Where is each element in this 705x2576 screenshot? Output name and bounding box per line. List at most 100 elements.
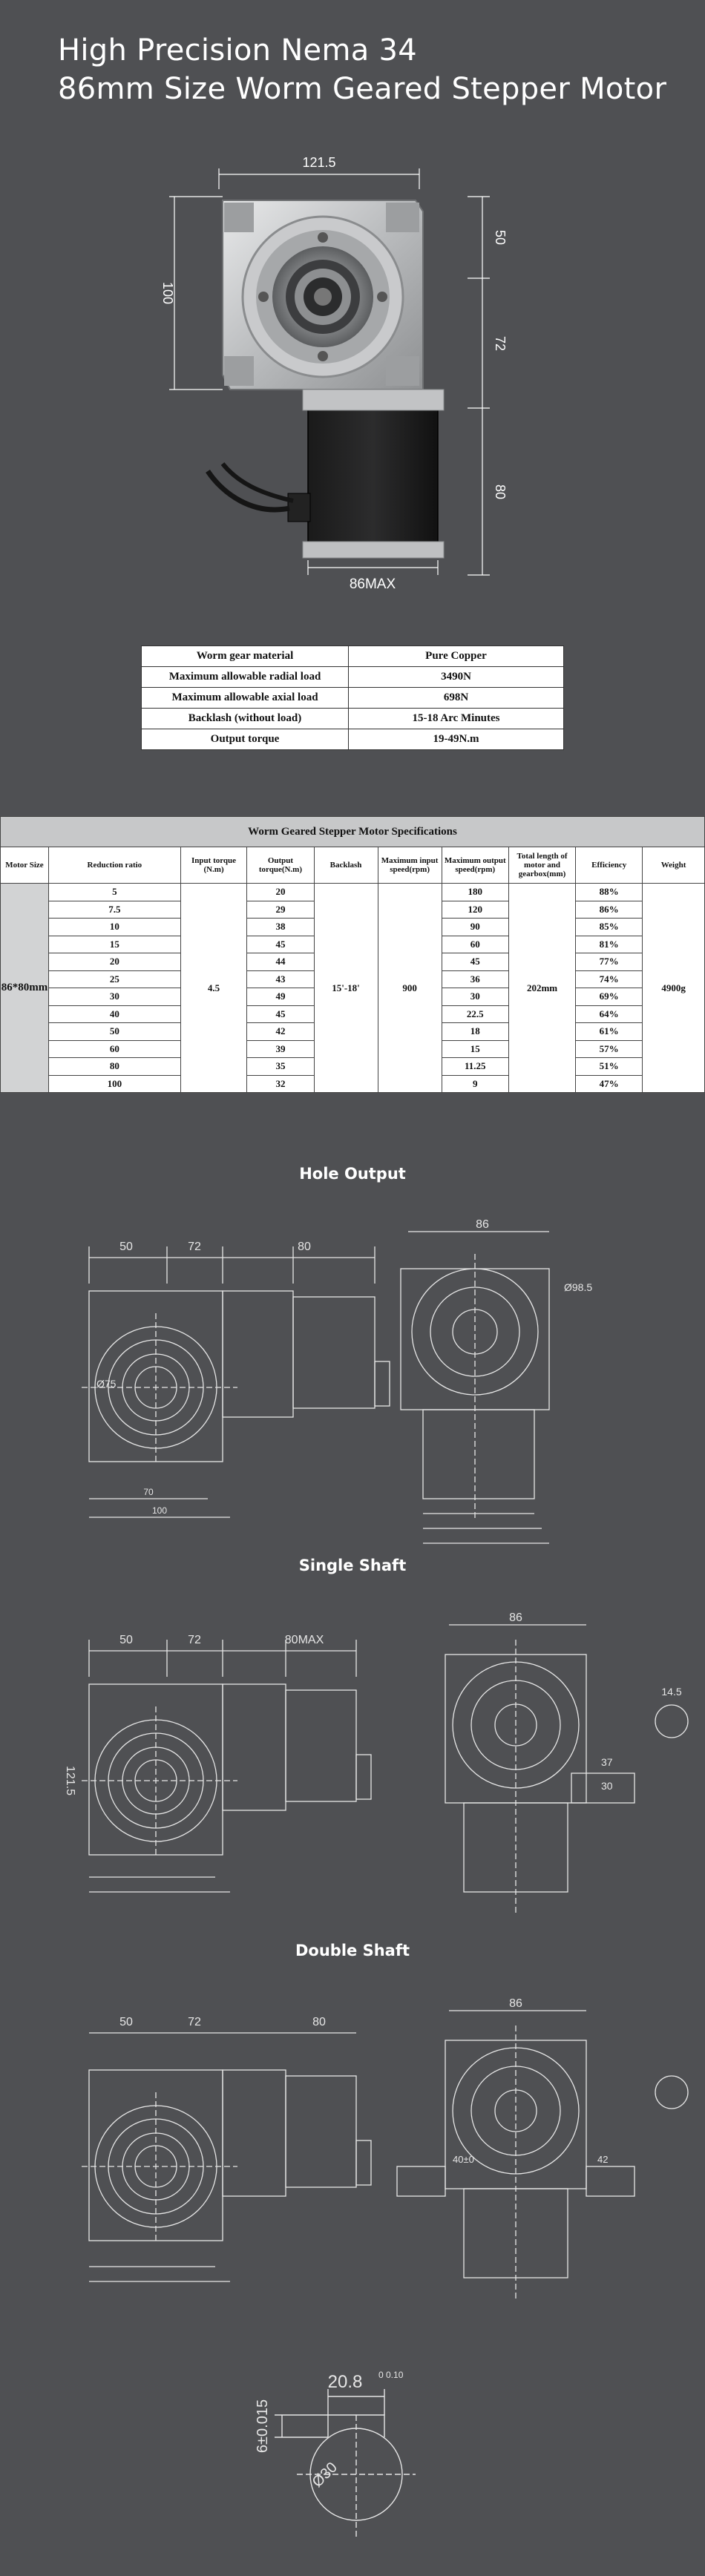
page-title: High Precision Nema 34 86mm Size Worm Ge…	[58, 31, 666, 108]
table-cell: 90	[441, 918, 509, 936]
table-cell: 32	[246, 1074, 315, 1093]
table-cell: 120	[441, 900, 509, 919]
table-cell: 20	[246, 883, 315, 901]
spec-value: 19-49N.m	[348, 729, 564, 750]
table-cell: 22.5	[441, 1005, 509, 1023]
spec-value: 698N	[348, 687, 564, 709]
table-cell: 60	[47, 1039, 181, 1058]
table-cell: 43	[246, 970, 315, 988]
table-cell: 180	[441, 883, 509, 901]
table-cell: 85%	[575, 918, 643, 936]
table-cell: 45	[246, 935, 315, 953]
col-header: Efficiency	[575, 847, 643, 884]
table-cell: 15'-18'	[313, 883, 378, 1093]
key-height-label: 6±0.015	[255, 2399, 271, 2453]
double-shaft-drawing: 50 72 80 86 40±0 42	[82, 1997, 689, 2300]
title-line-2: 86mm Size Worm Geared Stepper Motor	[58, 72, 667, 106]
table-cell: 202mm	[508, 883, 577, 1093]
spec-value: 15-18 Arc Minutes	[348, 708, 564, 729]
spec-value: 3490N	[348, 666, 564, 688]
col-header: Reduction ratio	[47, 847, 181, 884]
col-header: Total length of motor and gearbox(mm)	[508, 847, 577, 884]
table-cell: 900	[377, 883, 442, 1093]
key-width-label: 20.8	[328, 2372, 363, 2392]
section-title-single-shaft: Single Shaft	[298, 1557, 407, 1574]
table-cell: 64%	[575, 1005, 643, 1023]
table-cell: 15	[47, 935, 181, 953]
dim-label: 80	[312, 2016, 326, 2028]
dim-label: 80MAX	[285, 1634, 324, 1646]
table-cell: 80	[47, 1057, 181, 1076]
dim-label: 80	[298, 1241, 311, 1253]
col-header: Maximum input speed(rpm)	[377, 847, 442, 884]
table-cell: 30	[441, 988, 509, 1006]
dim-label: 70	[143, 1487, 154, 1497]
table-cell: 29	[246, 900, 315, 919]
dim-label: 40±0	[453, 2154, 474, 2165]
table-cell: 30	[47, 988, 181, 1006]
table-cell: 4.5	[180, 883, 248, 1093]
dim-height-label: 100	[160, 282, 175, 304]
shaft-diameter-label: Ø30	[309, 2460, 341, 2491]
table-cell: 4900g	[642, 883, 705, 1093]
col-header: Maximum output speed(rpm)	[441, 847, 509, 884]
table-cell: 100	[47, 1074, 181, 1093]
col-header: Motor Size	[0, 847, 49, 884]
dim-50-label: 50	[493, 230, 508, 245]
dim-label: 86	[476, 1218, 489, 1231]
dim-label: 86	[509, 1997, 522, 2010]
table-cell: 88%	[575, 883, 643, 901]
dim-label: 14.5	[661, 1686, 681, 1698]
dim-label: 50	[119, 2016, 133, 2028]
spec-label: Backlash (without load)	[141, 708, 349, 729]
dim-label: Ø75	[96, 1378, 117, 1390]
table-cell: 42	[246, 1022, 315, 1041]
section-title-double-shaft: Double Shaft	[295, 1942, 410, 1959]
spec-label: Output torque	[141, 729, 349, 750]
spec-value: Pure Copper	[348, 645, 564, 667]
dim-label: 72	[188, 1241, 201, 1253]
table-cell: 81%	[575, 935, 643, 953]
col-header: Backlash	[313, 847, 378, 884]
shaft-key-detail: 20.8 0 0.10 6±0.015 Ø30	[255, 2370, 416, 2537]
table-cell: 77%	[575, 953, 643, 971]
key-tolerance-label: 0 0.10	[378, 2370, 404, 2380]
dim-label: 86	[509, 1611, 522, 1624]
dim-label: 100	[152, 1505, 167, 1516]
dim-label: 37	[601, 1756, 613, 1768]
table-cell: 5	[47, 883, 181, 901]
table-cell: 47%	[575, 1074, 643, 1093]
table-cell: 45	[246, 1005, 315, 1023]
table-cell: 25	[47, 970, 181, 988]
dim-label: 72	[188, 1634, 201, 1646]
table-cell: 11.25	[441, 1057, 509, 1076]
spec-label: Maximum allowable radial load	[141, 666, 349, 688]
dim-label: 121.5	[64, 1766, 76, 1795]
title-line-1: High Precision Nema 34	[58, 33, 418, 68]
table-cell: 20	[47, 953, 181, 971]
table-cell: 36	[441, 970, 509, 988]
table-caption: Worm Geared Stepper Motor Specifications	[0, 816, 705, 847]
motor-spec-table: Worm Geared Stepper Motor Specifications…	[0, 816, 705, 1093]
table-cell: 39	[246, 1039, 315, 1058]
table-cell: 38	[246, 918, 315, 936]
col-header: Input torque (N.m)	[180, 847, 248, 884]
dim-width-label: 121.5	[302, 155, 335, 170]
table-cell: 44	[246, 953, 315, 971]
dim-label: 50	[119, 1241, 133, 1253]
